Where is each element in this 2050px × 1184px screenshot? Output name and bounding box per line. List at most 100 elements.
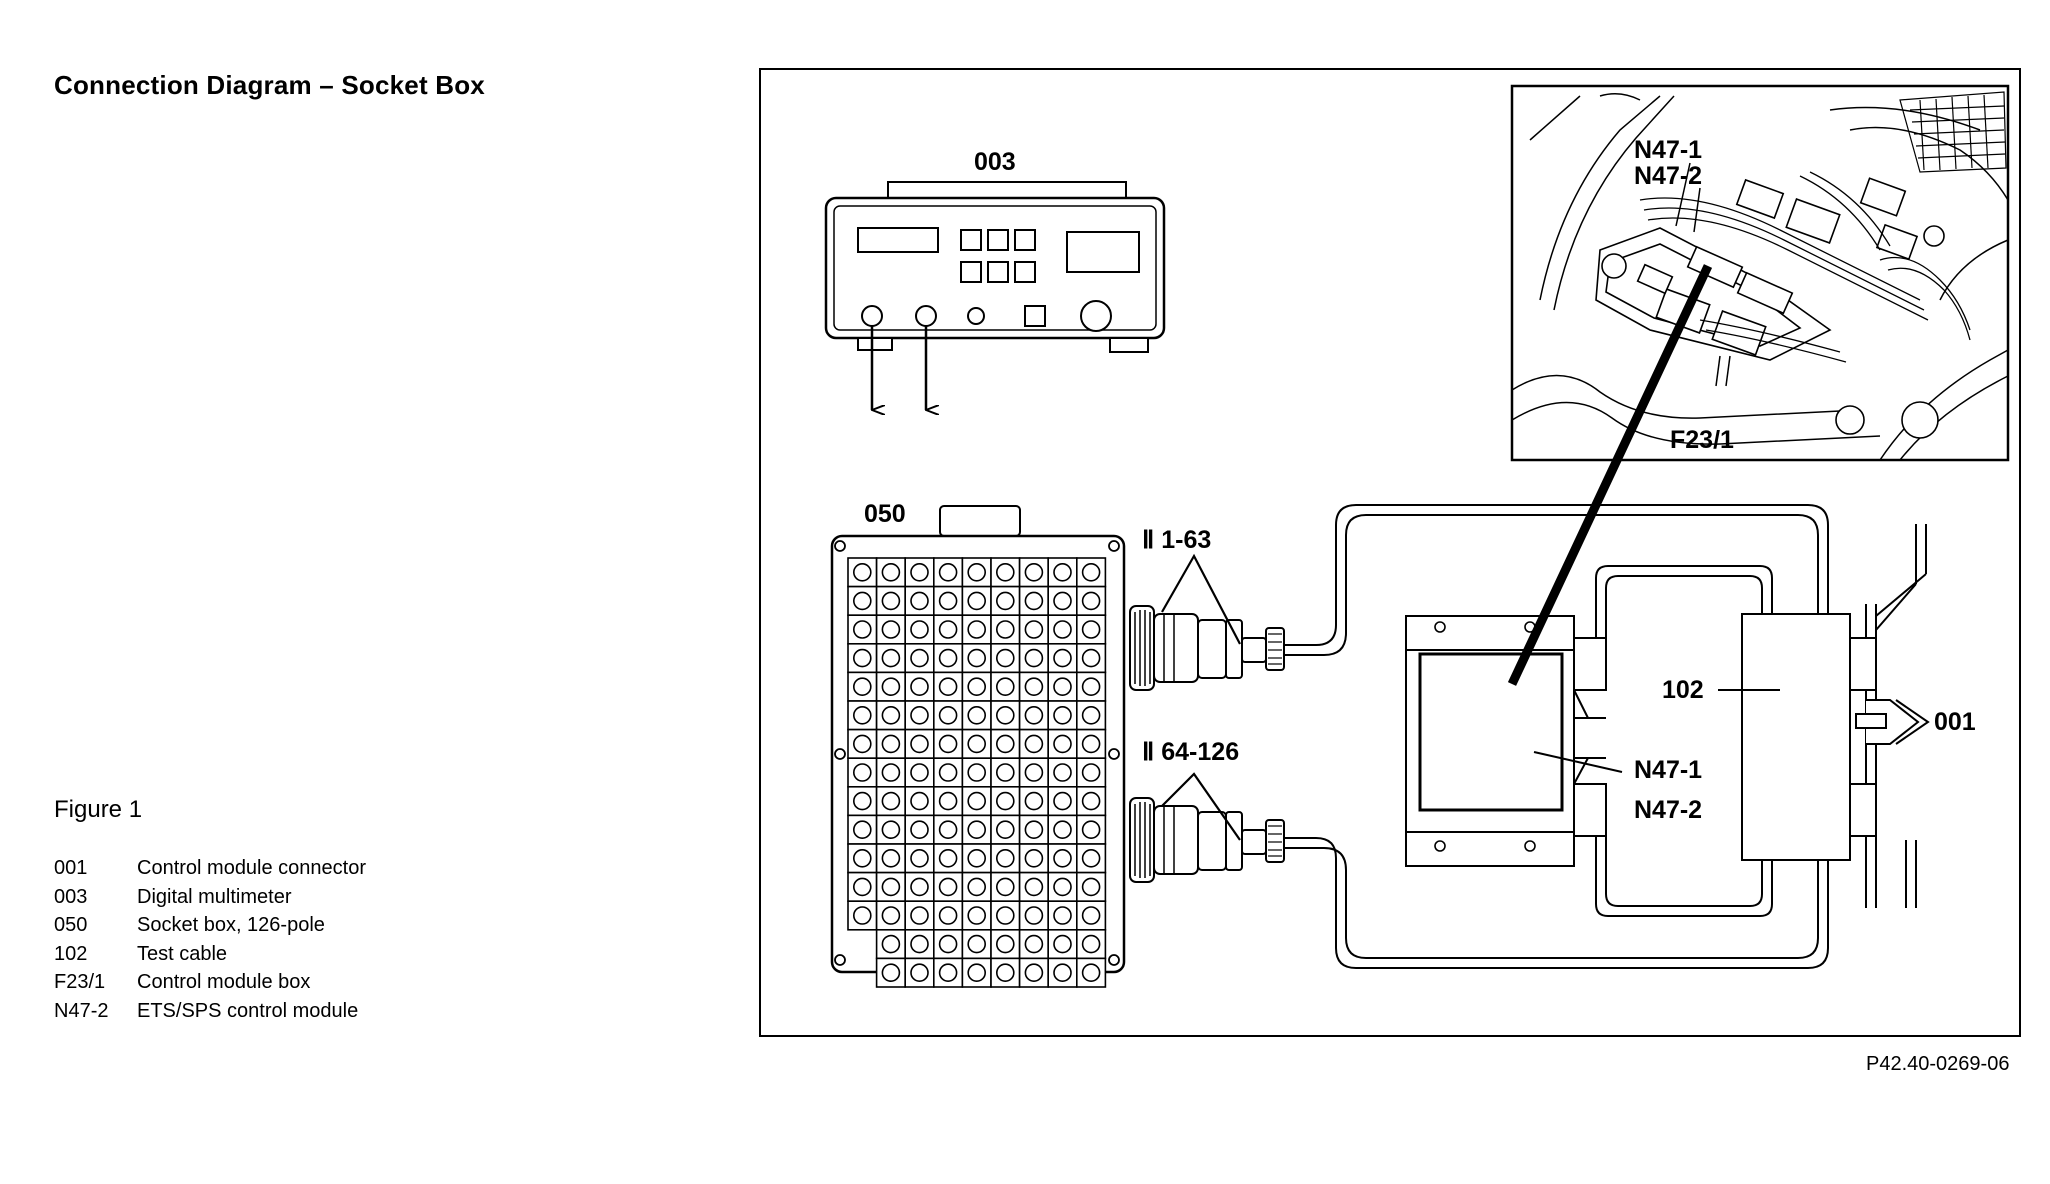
socket-cell [847, 757, 878, 788]
socket-cell [961, 700, 992, 731]
socket-cell [847, 642, 878, 674]
socket-cell [1018, 728, 1049, 759]
socket-hole [995, 562, 1015, 582]
socket-cell [990, 642, 1021, 674]
socket-hole [938, 791, 958, 811]
socket-cell [1018, 642, 1049, 674]
socket-cell [875, 557, 906, 588]
socket-cell [1018, 757, 1049, 788]
socket-hole [967, 620, 987, 639]
label-inset-n47-1: N47-1 [1634, 136, 1702, 164]
socket-cell [1076, 614, 1107, 645]
socket-hole [881, 791, 901, 811]
socket-cell [961, 642, 992, 674]
socket-hole [938, 763, 958, 782]
socket-hole [1024, 963, 1044, 983]
socket-hole [910, 820, 929, 840]
diagram-frame [759, 68, 2021, 1037]
socket-hole [1024, 591, 1044, 611]
socket-hole [995, 963, 1015, 983]
socket-cell [847, 671, 878, 702]
socket-cell [904, 642, 935, 674]
socket-cell [932, 871, 964, 902]
socket-hole [938, 877, 958, 897]
legend-description: ETS/SPS control module [137, 999, 359, 1022]
socket-cell [875, 757, 906, 788]
socket-cell [1076, 671, 1107, 702]
socket-cell [961, 843, 992, 874]
legend-item: N47-2 ETS/SPS control module [54, 997, 366, 1026]
socket-cell [875, 700, 906, 731]
socket-cell [990, 900, 1021, 931]
socket-hole [1053, 877, 1072, 897]
socket-cell [904, 757, 935, 788]
figure-number: P42.40-0269-06 [1866, 1053, 2010, 1075]
socket-cell [1018, 785, 1049, 817]
socket-hole [1053, 820, 1072, 840]
socket-hole [967, 677, 987, 697]
socket-hole [1024, 906, 1044, 925]
socket-hole [1081, 906, 1101, 925]
socket-hole [881, 562, 901, 582]
socket-cell [847, 900, 878, 931]
socket-cell [990, 757, 1021, 788]
multimeter-display-left [857, 227, 939, 253]
socket-hole [881, 820, 901, 840]
socket-hole [1081, 791, 1101, 811]
socket-grid [847, 557, 1107, 988]
socket-cell [990, 728, 1021, 759]
socket-hole [1081, 705, 1101, 725]
socket-hole [967, 734, 987, 754]
socket-cell [1076, 814, 1107, 845]
socket-hole [910, 934, 929, 954]
label-inset-f23: F23/1 [1670, 426, 1734, 454]
socket-cell [932, 785, 964, 817]
socket-hole [995, 705, 1015, 725]
socket-cell [1047, 614, 1078, 645]
socket-hole [1024, 848, 1044, 868]
socket-hole [881, 705, 901, 725]
socket-hole [938, 705, 958, 725]
socket-hole [967, 906, 987, 925]
socket-hole [1053, 848, 1072, 868]
socket-cell [1047, 900, 1078, 931]
socket-hole [967, 763, 987, 782]
socket-hole [1081, 648, 1101, 668]
socket-cell [1018, 871, 1049, 902]
socket-cell [904, 557, 935, 588]
socket-hole [995, 906, 1015, 925]
socket-hole [995, 877, 1015, 897]
socket-cell [1018, 700, 1049, 731]
socket-cell [990, 928, 1021, 960]
socket-hole [910, 963, 929, 983]
socket-hole [1081, 763, 1101, 782]
socket-hole [1081, 591, 1101, 611]
socket-hole [852, 620, 872, 639]
socket-cell [932, 900, 964, 931]
label-connector-upper: Ⅱ 1-63 [1142, 526, 1211, 554]
socket-cell [1047, 585, 1078, 616]
socket-cell [1047, 957, 1078, 988]
socket-hole [995, 791, 1015, 811]
legend-description: Digital multimeter [137, 885, 292, 908]
socket-hole [852, 820, 872, 840]
socket-hole [995, 620, 1015, 639]
socket-hole [995, 820, 1015, 840]
socket-cell [1047, 785, 1078, 817]
socket-hole [881, 963, 901, 983]
socket-cell [1018, 814, 1049, 845]
test-cable-wiring [1284, 504, 1829, 969]
socket-hole [881, 848, 901, 868]
socket-hole [910, 648, 929, 668]
socket-cell [1076, 585, 1107, 616]
inset-leader-line [1507, 264, 1713, 686]
socket-hole [938, 677, 958, 697]
socket-cell [932, 757, 964, 788]
legend-description: Socket box, 126-pole [137, 914, 325, 936]
socket-hole [881, 734, 901, 754]
socket-hole [967, 591, 987, 611]
legend-code: 102 [54, 942, 88, 965]
socket-hole [938, 562, 958, 582]
legend-code: 050 [54, 914, 88, 936]
socket-hole [1053, 906, 1072, 925]
